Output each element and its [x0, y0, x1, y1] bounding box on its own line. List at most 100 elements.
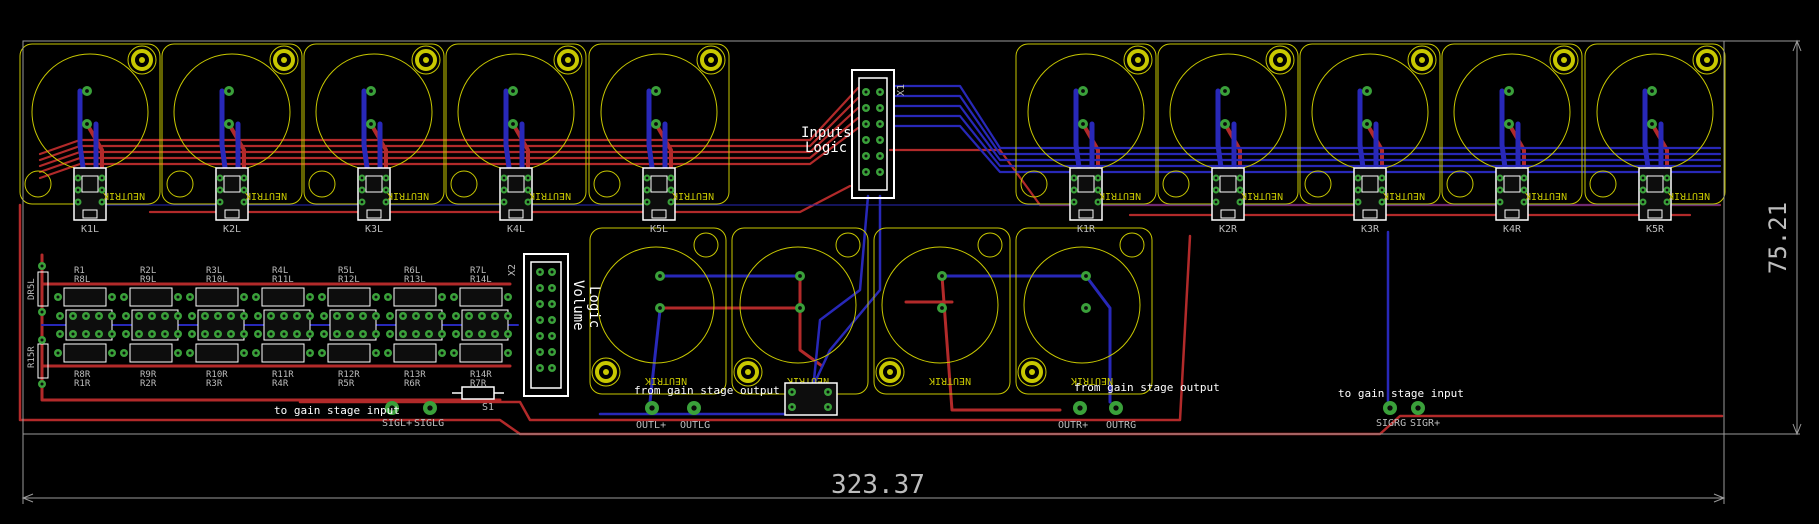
pad-hole: [308, 314, 312, 318]
pad-hole: [1081, 89, 1085, 93]
pad-hole: [550, 286, 554, 290]
pad-hole: [669, 188, 673, 192]
trace: [598, 194, 882, 416]
pad-hole: [1665, 188, 1669, 192]
pad-hole: [454, 314, 458, 318]
pad-hole: [229, 314, 233, 318]
connector-label-sigr-plus: SIGR+: [1410, 418, 1440, 429]
pad-hole: [1238, 200, 1242, 204]
relay-label: K4L: [507, 224, 525, 235]
pad-hole: [1498, 176, 1502, 180]
pad-hole: [1096, 188, 1100, 192]
resistor-label: R6L: [404, 266, 420, 276]
relay-diode-mark: [1362, 209, 1378, 219]
mount-hole-ring: [693, 232, 719, 258]
resistor-label: R1: [74, 266, 85, 276]
trace: [77, 88, 87, 178]
mount-hole: [1696, 49, 1718, 71]
pad-hole: [124, 332, 128, 336]
mount-hole-center: [603, 369, 609, 375]
pad-hole: [322, 332, 326, 336]
pad-hole: [216, 314, 220, 318]
connector-label-sigl-plus: SIGL+: [382, 418, 412, 429]
xlr-jack-outline: [589, 227, 727, 395]
pad-hole: [940, 306, 944, 310]
pad-hole: [1081, 122, 1085, 126]
mount-hole: [1553, 49, 1575, 71]
pad-hole: [360, 188, 364, 192]
pad-hole: [401, 332, 405, 336]
pad-hole: [649, 405, 655, 411]
mount-hole: [557, 49, 579, 71]
pad-hole: [826, 405, 830, 409]
mount-hole: [1021, 361, 1043, 383]
relay-diode-mark: [508, 209, 524, 219]
board-outline: [22, 40, 1725, 435]
x2-label: X2: [507, 264, 518, 276]
pad-hole: [878, 154, 882, 158]
relay-coil-mark: [1219, 175, 1237, 193]
relay-label: K3L: [365, 224, 383, 235]
pad-hole: [669, 176, 673, 180]
brand-mark: NEUTRIK: [672, 190, 714, 201]
pad-hole: [1356, 176, 1360, 180]
mount-hole: [1127, 49, 1149, 71]
pad-hole: [384, 176, 388, 180]
pad-hole: [790, 390, 794, 394]
xlr-jack-body: [1453, 53, 1571, 171]
pad-hole: [538, 318, 542, 322]
pad-hole: [1214, 188, 1218, 192]
pad-hole: [864, 170, 868, 174]
mount-hole: [415, 49, 437, 71]
pad-hole: [480, 332, 484, 336]
pad-hole: [1223, 122, 1227, 126]
resistor-label: R7L: [470, 266, 486, 276]
pad-hole: [369, 122, 373, 126]
pad-hole: [511, 122, 515, 126]
mount-hole-ring: [450, 170, 478, 198]
mount-hole-ring: [1119, 232, 1145, 258]
pad-hole: [269, 332, 273, 336]
relay-label: K2R: [1219, 224, 1238, 235]
pad-hole: [242, 295, 246, 299]
pad-hole: [308, 295, 312, 299]
resistor-label: R13L: [404, 275, 426, 285]
pad-hole: [71, 332, 75, 336]
pad-hole: [1365, 89, 1369, 93]
trace: [1081, 122, 1100, 174]
pad-hole: [1380, 176, 1384, 180]
pad-hole: [122, 295, 126, 299]
brand-mark: NEUTRIK: [103, 190, 145, 201]
pad-hole: [414, 332, 418, 336]
pad-hole: [1238, 176, 1242, 180]
note-from-gain-left: from gain stage output: [634, 384, 780, 397]
switch-s1-label: S1: [482, 402, 494, 413]
relay-coil-mark: [365, 175, 383, 193]
mount-hole: [1411, 49, 1433, 71]
brand-mark: NEUTRIK: [929, 375, 971, 386]
mount-hole-center: [1561, 57, 1567, 63]
pad-hole: [384, 188, 388, 192]
pad-hole: [76, 188, 80, 192]
pad-hole: [218, 200, 222, 204]
connector-label-outrg: OUTRG: [1106, 420, 1136, 431]
trace: [38, 96, 860, 162]
pad-hole: [176, 332, 180, 336]
pad-hole: [348, 332, 352, 336]
pad-hole: [256, 332, 260, 336]
brand-mark: NEUTRIK: [245, 190, 287, 201]
mount-hole: [273, 49, 295, 71]
trace: [940, 274, 1062, 412]
trace: [1357, 88, 1367, 178]
pad-hole: [361, 332, 365, 336]
mount-hole-ring: [1304, 170, 1332, 198]
mount-hole-ring: [733, 357, 763, 387]
pad-hole: [1238, 188, 1242, 192]
pad-hole: [538, 366, 542, 370]
mount-hole: [595, 361, 617, 383]
pad-hole: [878, 138, 882, 142]
mount-hole-ring: [875, 357, 905, 387]
xlr-jack-body: [1596, 53, 1714, 171]
mount-hole: [879, 361, 901, 383]
resistor-body: [261, 287, 305, 307]
